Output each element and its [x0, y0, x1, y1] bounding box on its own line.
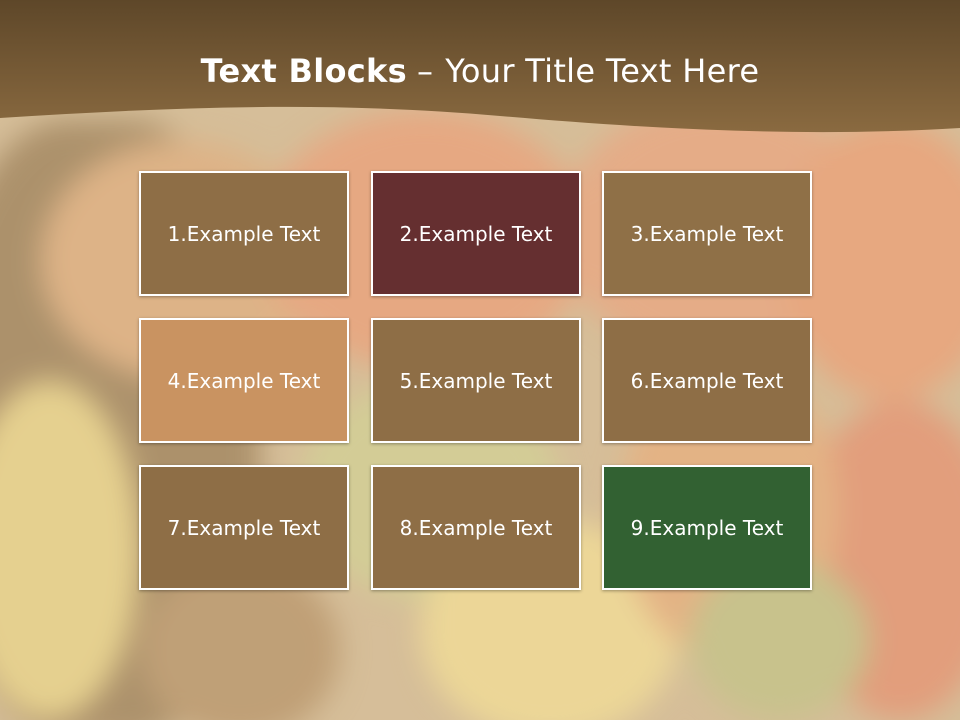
- title-separator: –: [416, 52, 434, 90]
- text-block-1[interactable]: 1.Example Text: [139, 171, 349, 296]
- text-block-7[interactable]: 7.Example Text: [139, 465, 349, 590]
- text-block-label: 9.Example Text: [630, 515, 784, 540]
- text-block-3[interactable]: 3.Example Text: [602, 171, 812, 296]
- slide-title: Text Blocks–Your Title Text Here: [0, 52, 960, 90]
- text-block-label: 1.Example Text: [167, 221, 321, 246]
- title-bold-text: Text Blocks: [200, 52, 407, 90]
- text-block-8[interactable]: 8.Example Text: [371, 465, 581, 590]
- text-block-label: 7.Example Text: [167, 515, 321, 540]
- text-block-label: 2.Example Text: [399, 221, 553, 246]
- text-block-4[interactable]: 4.Example Text: [139, 318, 349, 443]
- text-block-9[interactable]: 9.Example Text: [602, 465, 812, 590]
- text-block-label: 8.Example Text: [399, 515, 553, 540]
- text-block-label: 6.Example Text: [630, 368, 784, 393]
- text-block-2[interactable]: 2.Example Text: [371, 171, 581, 296]
- title-band: [0, 0, 960, 133]
- text-block-label: 4.Example Text: [167, 368, 321, 393]
- text-block-label: 3.Example Text: [630, 221, 784, 246]
- title-regular-text: Your Title Text Here: [445, 52, 760, 90]
- text-block-label: 5.Example Text: [399, 368, 553, 393]
- text-block-5[interactable]: 5.Example Text: [371, 318, 581, 443]
- text-block-6[interactable]: 6.Example Text: [602, 318, 812, 443]
